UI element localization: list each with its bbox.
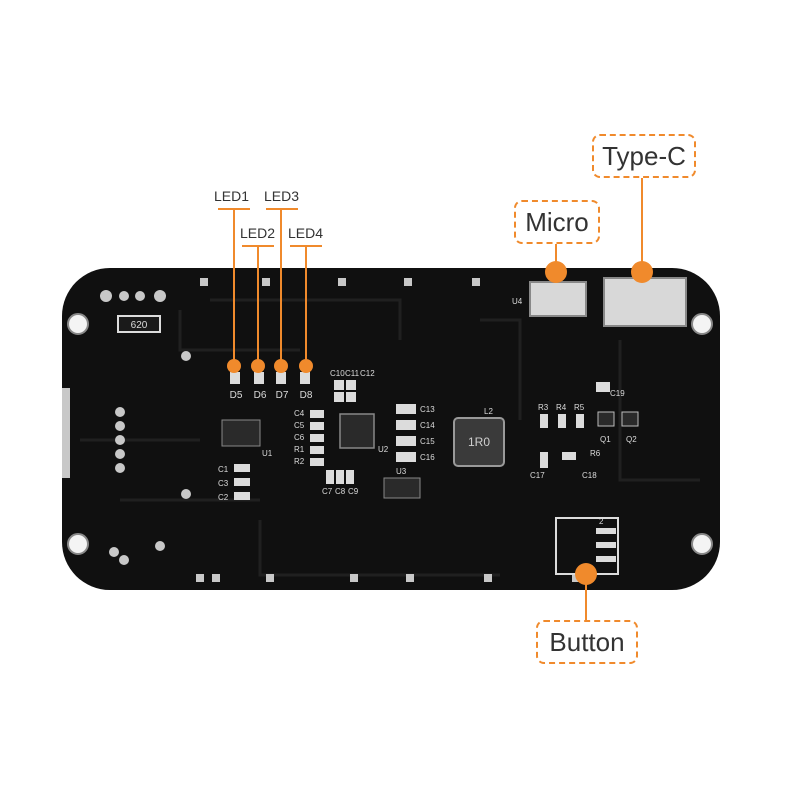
- silk-r2: R2: [294, 457, 305, 466]
- silk-u1: U1: [262, 449, 273, 458]
- silk-r1: R1: [294, 445, 305, 454]
- led3-underline: [266, 208, 298, 210]
- led-leader-lines: [233, 209, 307, 366]
- button-callout: Button: [536, 620, 638, 664]
- led4-underline: [290, 245, 322, 247]
- micro-marker-dot: [545, 261, 567, 283]
- led4-label: LED4: [288, 225, 324, 241]
- chip-u3: [383, 477, 421, 499]
- silk-c4: C4: [294, 409, 305, 418]
- transistor-q2: [621, 411, 639, 427]
- caps-c17-c18: [540, 452, 576, 468]
- silk-r4: R4: [556, 403, 567, 412]
- silk-c2: C2: [218, 493, 229, 502]
- button-pad: [596, 528, 616, 534]
- top-left-pads: [100, 290, 166, 302]
- mounting-hole: [67, 313, 89, 335]
- silk-sw-pin: 2: [599, 517, 604, 526]
- silk-c12: C12: [360, 369, 375, 378]
- silk-c17: C17: [530, 471, 545, 480]
- micro-callout: Micro: [514, 200, 600, 244]
- silk-q1: Q1: [600, 435, 611, 444]
- mounting-hole: [691, 533, 713, 555]
- silk-d6: D6: [254, 390, 267, 401]
- silk-r6: R6: [590, 449, 601, 458]
- silk-c3: C3: [218, 479, 229, 488]
- silk-c5: C5: [294, 421, 305, 430]
- silk-c18: C18: [582, 471, 597, 480]
- button-pad: [596, 556, 616, 562]
- silk-q2: Q2: [626, 435, 637, 444]
- button-pad: [596, 542, 616, 548]
- led-marker-dot: [299, 359, 313, 373]
- silk-c8: C8: [335, 487, 346, 496]
- via: [181, 351, 191, 361]
- mounting-hole: [691, 313, 713, 335]
- edge-pads-top: [200, 278, 480, 286]
- silk-c9: C9: [348, 487, 359, 496]
- silk-c13: C13: [420, 405, 435, 414]
- silk-d8: D8: [300, 390, 313, 401]
- silk-d7: D7: [276, 390, 289, 401]
- silk-r3: R3: [538, 403, 549, 412]
- silk-c10: C10: [330, 369, 345, 378]
- silk-c19: C19: [610, 389, 625, 398]
- inductor-marking: 1R0: [468, 435, 490, 449]
- led1-label: LED1: [214, 188, 250, 204]
- led3-label: LED3: [264, 188, 300, 204]
- silk-c15: C15: [420, 437, 435, 446]
- silk-c7: C7: [322, 487, 333, 496]
- resistor-620: [117, 315, 161, 333]
- bottom-left-pads: [109, 489, 191, 565]
- led2-underline: [242, 245, 274, 247]
- caps-c13-c16: [396, 404, 416, 462]
- cap-c19: [596, 382, 610, 392]
- led2-label: LED2: [240, 225, 276, 241]
- silk-u4: U4: [512, 297, 523, 306]
- type-c-callout: Type-C: [592, 134, 696, 178]
- silk-l2: L2: [484, 407, 493, 416]
- led-marker-dot: [274, 359, 288, 373]
- micro-usb-connector: [529, 281, 587, 317]
- silk-c11: C11: [345, 369, 360, 378]
- led-marker-dot: [251, 359, 265, 373]
- chip-u1: [221, 419, 261, 447]
- left-connector-pads: [62, 388, 125, 478]
- led1-underline: [218, 208, 250, 210]
- silk-u2: U2: [378, 445, 389, 454]
- silk-c1: C1: [218, 465, 229, 474]
- silk-r5: R5: [574, 403, 585, 412]
- caps-c10-c12: [334, 380, 356, 402]
- caps-c4-r2: [310, 410, 324, 466]
- silk-c16: C16: [420, 453, 435, 462]
- type-c-marker-dot: [631, 261, 653, 283]
- mounting-hole: [67, 533, 89, 555]
- caps-c7-c9: [326, 470, 354, 484]
- silk-d5: D5: [230, 390, 243, 401]
- transistor-q1: [597, 411, 615, 427]
- silk-c6: C6: [294, 433, 305, 442]
- silk-u3: U3: [396, 467, 407, 476]
- resistors-r3-r5: [540, 414, 584, 428]
- button-marker-dot: [575, 563, 597, 585]
- caps-c1-c3: [234, 464, 250, 500]
- silk-c14: C14: [420, 421, 435, 430]
- led-marker-dot: [227, 359, 241, 373]
- led-pads: [230, 372, 310, 384]
- chip-u2: [339, 413, 375, 449]
- resistor-620-label: 620: [131, 320, 148, 331]
- type-c-connector: [603, 277, 687, 327]
- inductor-l2: [453, 417, 505, 467]
